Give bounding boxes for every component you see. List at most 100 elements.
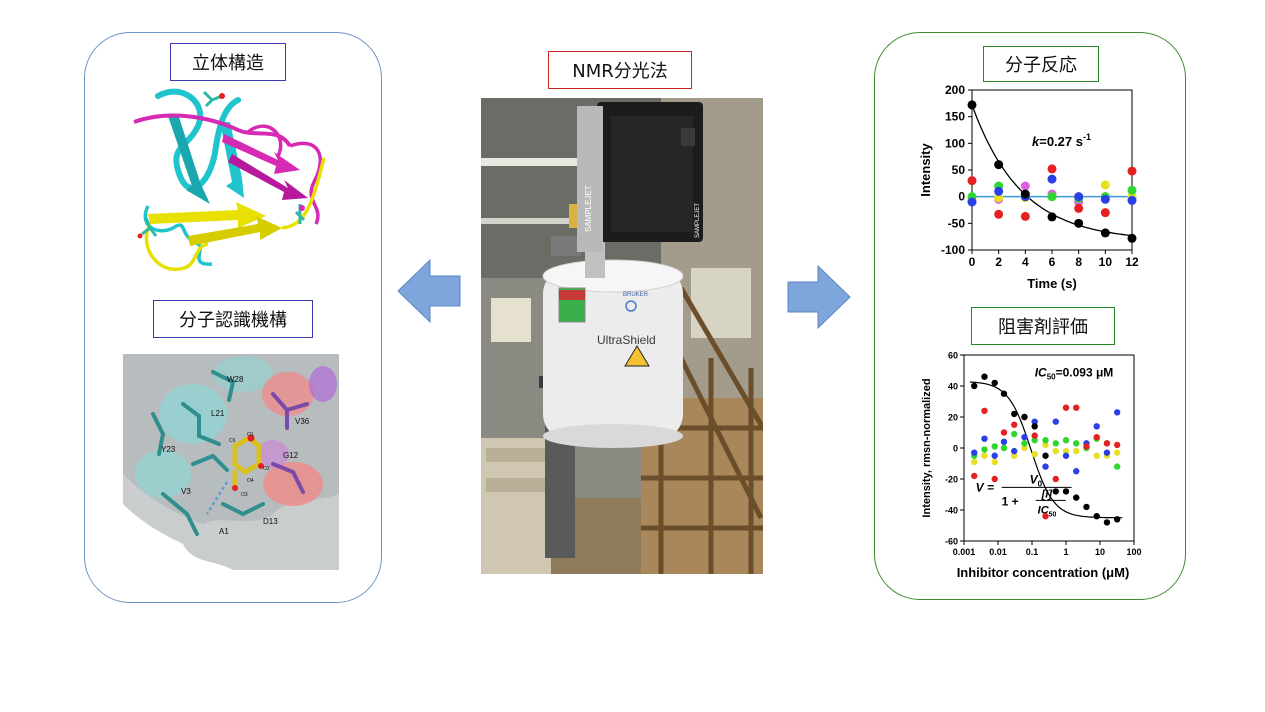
data-point <box>1062 488 1070 495</box>
data-point <box>994 186 1004 196</box>
y-tick-label: -60 <box>945 537 958 547</box>
data-point <box>1127 166 1137 176</box>
data-point <box>967 100 977 110</box>
data-point <box>971 472 978 480</box>
data-point <box>1093 513 1100 520</box>
right-arrow <box>787 264 851 330</box>
data-point <box>1000 438 1008 445</box>
data-point <box>1047 212 1057 222</box>
y-tick-label: 50 <box>952 163 966 177</box>
data-point <box>1020 189 1030 199</box>
data-point <box>1113 463 1121 470</box>
data-point <box>1042 513 1049 520</box>
data-point <box>1052 418 1059 425</box>
bruker-text: BRUKER <box>623 292 649 298</box>
data-point <box>1093 423 1100 430</box>
data-point <box>1020 211 1030 221</box>
data-point <box>1052 475 1059 483</box>
data-point <box>991 475 998 483</box>
data-point <box>1074 203 1084 213</box>
x-tick-label: 0.1 <box>1026 547 1039 557</box>
data-point <box>1011 410 1018 418</box>
y-tick-label: 200 <box>945 83 965 97</box>
y-tick-label: -50 <box>948 216 966 230</box>
residue-label: A1 <box>219 527 229 536</box>
data-point <box>991 443 998 450</box>
data-point <box>1062 404 1070 411</box>
data-point <box>981 446 988 453</box>
data-point <box>1093 452 1100 459</box>
y-tick-label: 0 <box>958 190 965 204</box>
data-point <box>1083 503 1090 511</box>
equation-inhibitor: [I] <box>1041 488 1053 500</box>
y-axis-label: Intensity <box>918 143 933 197</box>
data-point <box>1113 441 1121 449</box>
y-tick-label: -20 <box>945 475 958 485</box>
y-tick-label: 0 <box>953 444 958 454</box>
structure-label: 立体構造 <box>170 43 286 81</box>
atom-label: O1 <box>247 432 254 438</box>
data-point <box>1113 449 1121 456</box>
data-point <box>1073 404 1080 411</box>
residue-label: W28 <box>227 375 244 384</box>
data-point <box>1047 192 1057 202</box>
data-point <box>1042 441 1049 449</box>
data-point <box>991 458 998 466</box>
data-point <box>967 176 977 186</box>
data-point <box>1021 444 1028 452</box>
data-point <box>981 435 988 442</box>
x-tick-label: 4 <box>1022 255 1029 269</box>
data-point <box>1103 449 1111 456</box>
data-point <box>1000 444 1008 452</box>
equation-lhs: V = <box>976 480 994 494</box>
data-point <box>1103 519 1111 526</box>
data-point <box>1083 443 1090 450</box>
data-point <box>981 373 988 380</box>
data-point <box>1113 409 1121 416</box>
x-axis-label: Inhibitor concentration (μM) <box>957 565 1130 580</box>
data-point <box>1127 195 1137 205</box>
y-axis-label: Intensity, rmsn-normalized <box>921 378 933 517</box>
y-tick-label: 20 <box>948 413 958 423</box>
x-tick-label: 10 <box>1095 547 1105 557</box>
rate-annotation: k=0.27 s-1 <box>1032 132 1091 149</box>
residue-label: Y23 <box>161 445 176 454</box>
data-point <box>971 449 978 456</box>
y-tick-label: 40 <box>948 382 958 392</box>
protein-ribbon-structure <box>128 86 338 284</box>
data-point <box>1073 468 1080 475</box>
x-tick-label: 10 <box>1099 255 1113 269</box>
data-point <box>1047 164 1057 174</box>
binding-site-surface: W28 L21 V36 Y23 G12 V3 D13 A1 O1 C6 O2 O… <box>123 354 339 570</box>
data-point <box>1100 194 1110 204</box>
data-point <box>991 379 998 387</box>
y-tick-label: -40 <box>945 506 958 516</box>
x-tick-label: 100 <box>1126 547 1141 557</box>
data-point <box>971 382 978 390</box>
y-tick-label: -100 <box>941 243 965 257</box>
ic50-annotation: IC50=0.093 μM <box>1035 366 1114 382</box>
data-point <box>1103 440 1111 447</box>
data-point <box>967 197 977 207</box>
data-point <box>1074 218 1084 228</box>
data-point <box>1100 180 1110 190</box>
residue-label: L21 <box>211 409 225 418</box>
data-point <box>994 209 1004 219</box>
atom-label: O4 <box>247 478 254 484</box>
data-point <box>1073 494 1080 501</box>
equation-numerator: V0 <box>1030 472 1043 488</box>
data-point <box>1031 451 1038 458</box>
data-point <box>1031 423 1038 430</box>
data-point <box>1093 433 1100 441</box>
x-tick-label: 2 <box>995 255 1002 269</box>
data-point <box>994 193 1004 203</box>
data-point <box>991 452 998 459</box>
nmr-label: NMR分光法 <box>548 51 692 89</box>
samplejet-text: SAMPLEJET <box>584 185 593 232</box>
data-point <box>1011 452 1018 459</box>
data-point <box>1127 233 1137 243</box>
data-point <box>1062 437 1070 444</box>
x-axis-label: Time (s) <box>1027 276 1077 291</box>
